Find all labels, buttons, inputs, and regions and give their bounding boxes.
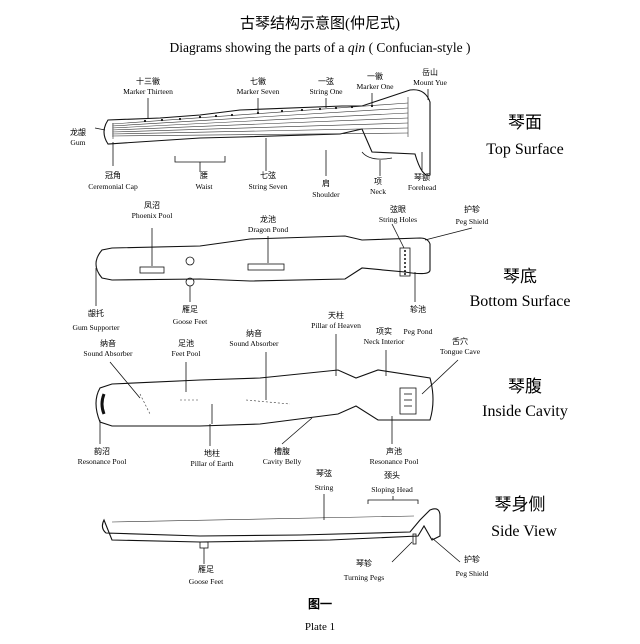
string-holes-label-en: String Holes xyxy=(379,215,417,224)
forehead-label-en: Forehead xyxy=(408,183,436,192)
neck-interior-label-zh: 项实 xyxy=(376,326,392,336)
sloping-head-label-en: Sloping Head xyxy=(371,485,413,494)
neck-label-en: Neck xyxy=(370,187,386,196)
goose-feet-bottom-label-en: Goose Feet xyxy=(173,317,208,326)
sound-absorber-2-label-en: Sound Absorber xyxy=(229,339,279,348)
marker-one-label-en: Marker One xyxy=(357,82,395,91)
goose-feet-bottom-label-zh: 雁足 xyxy=(182,305,198,314)
ceremonial-cap-label-zh: 冠角 xyxy=(105,170,121,180)
plate-caption-en: Plate 1 xyxy=(305,621,335,633)
goose-feet-side-label-zh: 雁足 xyxy=(198,565,214,574)
gum-supporter-label-en: Gum Supporter xyxy=(72,323,120,332)
string-side-label-en: String xyxy=(315,483,334,492)
pillar-heaven-label-zh: 天柱 xyxy=(328,310,344,320)
title-en: Diagrams showing the parts of a qin ( Co… xyxy=(169,40,470,55)
dragon-pond-label-zh: 龙池 xyxy=(260,214,276,224)
mount-yue-label-zh: 岳山 xyxy=(422,67,438,77)
cavity-belly-label-zh: 槽腹 xyxy=(274,446,290,456)
waist-label-en: Waist xyxy=(195,182,213,191)
bottom-surface-title-zh: 琴底 xyxy=(503,267,537,286)
marker-seven-label-zh: 七徽 xyxy=(250,76,266,86)
string-seven-label-zh: 七弦 xyxy=(260,170,276,180)
tongue-cave-label-en: Tongue Cave xyxy=(440,347,481,356)
resonance-pool-1-label-zh: 韵沼 xyxy=(94,446,110,456)
inside-cavity-title-zh: 琴腹 xyxy=(508,377,542,396)
title-zh: 古琴结构示意图(仲尼式) xyxy=(240,14,400,32)
cavity-belly-label-en: Cavity Belly xyxy=(263,457,302,466)
pillar-earth-label-en: Pillar of Earth xyxy=(190,459,233,468)
waist-label-zh: 腰 xyxy=(200,171,208,180)
dragon-pond-label-en: Dragon Pond xyxy=(248,225,288,234)
side-view-diagram: 琴弦 String 颈头 Sloping Head 雁足 Goose Feet … xyxy=(101,468,557,586)
pillar-earth-label-zh: 地柱 xyxy=(204,448,220,458)
turning-pegs-label-en: Turning Pegs xyxy=(344,573,384,582)
string-one-label-zh: 一弦 xyxy=(318,76,334,86)
peg-shield-label-zh: 护轸 xyxy=(464,204,480,214)
shoulder-label-zh: 肩 xyxy=(322,178,330,188)
marker-thirteen-label-en: Marker Thirteen xyxy=(123,87,173,96)
string-side-label-zh: 琴弦 xyxy=(316,468,332,478)
turning-pegs-label-zh: 琴轸 xyxy=(356,558,372,568)
string-seven-label-en: String Seven xyxy=(248,182,287,191)
resonance-pool-2-label-zh: 声池 xyxy=(386,446,402,456)
phoenix-pool-label-zh: 凤沼 xyxy=(144,201,160,210)
feet-pool-label-zh: 足池 xyxy=(178,338,194,348)
bottom-surface-diagram: 凤沼 Phoenix Pool 龙池 Dragon Pond 弦眼 String… xyxy=(72,201,570,336)
resonance-pool-1-label-en: Resonance Pool xyxy=(78,457,127,466)
tongue-cave-label-zh: 舌穴 xyxy=(452,336,468,346)
peg-pond-label-en: Peg Pond xyxy=(404,327,433,336)
gum-supporter-label-zh: 龈托 xyxy=(88,308,104,318)
peg-shield-side-label-en: Peg Shield xyxy=(456,569,489,578)
inside-cavity-title-en: Inside Cavity xyxy=(482,403,568,420)
sound-absorber-1-label-en: Sound Absorber xyxy=(83,349,133,358)
top-surface-diagram: 十三徽 Marker Thirteen 七徽 Marker Seven 一弦 S… xyxy=(70,67,564,199)
mount-yue-label-en: Mount Yue xyxy=(413,78,447,87)
bottom-surface-title-en: Bottom Surface xyxy=(470,293,571,310)
shoulder-label-en: Shoulder xyxy=(312,190,340,199)
sound-absorber-1-label-zh: 纳音 xyxy=(100,338,116,348)
neck-label-zh: 项 xyxy=(374,177,382,186)
top-surface-title-zh: 琴面 xyxy=(508,113,542,132)
neck-interior-label-en: Neck Interior xyxy=(364,337,405,346)
peg-shield-side-label-zh: 护轸 xyxy=(464,554,480,564)
forehead-label-zh: 琴额 xyxy=(414,172,430,182)
phoenix-pool-label-en: Phoenix Pool xyxy=(132,211,173,220)
marker-thirteen-label-zh: 十三徽 xyxy=(136,76,160,86)
side-view-title-en: Side View xyxy=(491,523,557,540)
top-surface-title-en: Top Surface xyxy=(486,141,564,158)
string-one-label-en: String One xyxy=(309,87,343,96)
marker-one-label-zh: 一徽 xyxy=(367,71,383,81)
resonance-pool-2-label-en: Resonance Pool xyxy=(370,457,419,466)
string-holes-label-zh: 弦眼 xyxy=(390,204,406,214)
sound-absorber-2-label-zh: 纳音 xyxy=(246,328,262,338)
sloping-head-label-zh: 颈头 xyxy=(384,470,400,480)
gum-label-en: Gum xyxy=(70,138,85,147)
ceremonial-cap-label-en: Ceremonial Cap xyxy=(88,182,138,191)
gum-label-zh: 龙龈 xyxy=(70,127,86,137)
peg-shield-label-en: Peg Shield xyxy=(456,217,489,226)
goose-feet-side-label-en: Goose Feet xyxy=(189,577,224,586)
pillar-heaven-label-en: Pillar of Heaven xyxy=(311,321,361,330)
plate-caption-zh: 图一 xyxy=(308,597,332,611)
marker-seven-label-en: Marker Seven xyxy=(237,87,280,96)
peg-pond-label-zh: 轸池 xyxy=(410,304,426,314)
inside-cavity-diagram: 纳音 Sound Absorber 足池 Feet Pool 纳音 Sound … xyxy=(78,310,568,468)
side-view-title-zh: 琴身侧 xyxy=(495,495,546,514)
feet-pool-label-en: Feet Pool xyxy=(172,349,201,358)
